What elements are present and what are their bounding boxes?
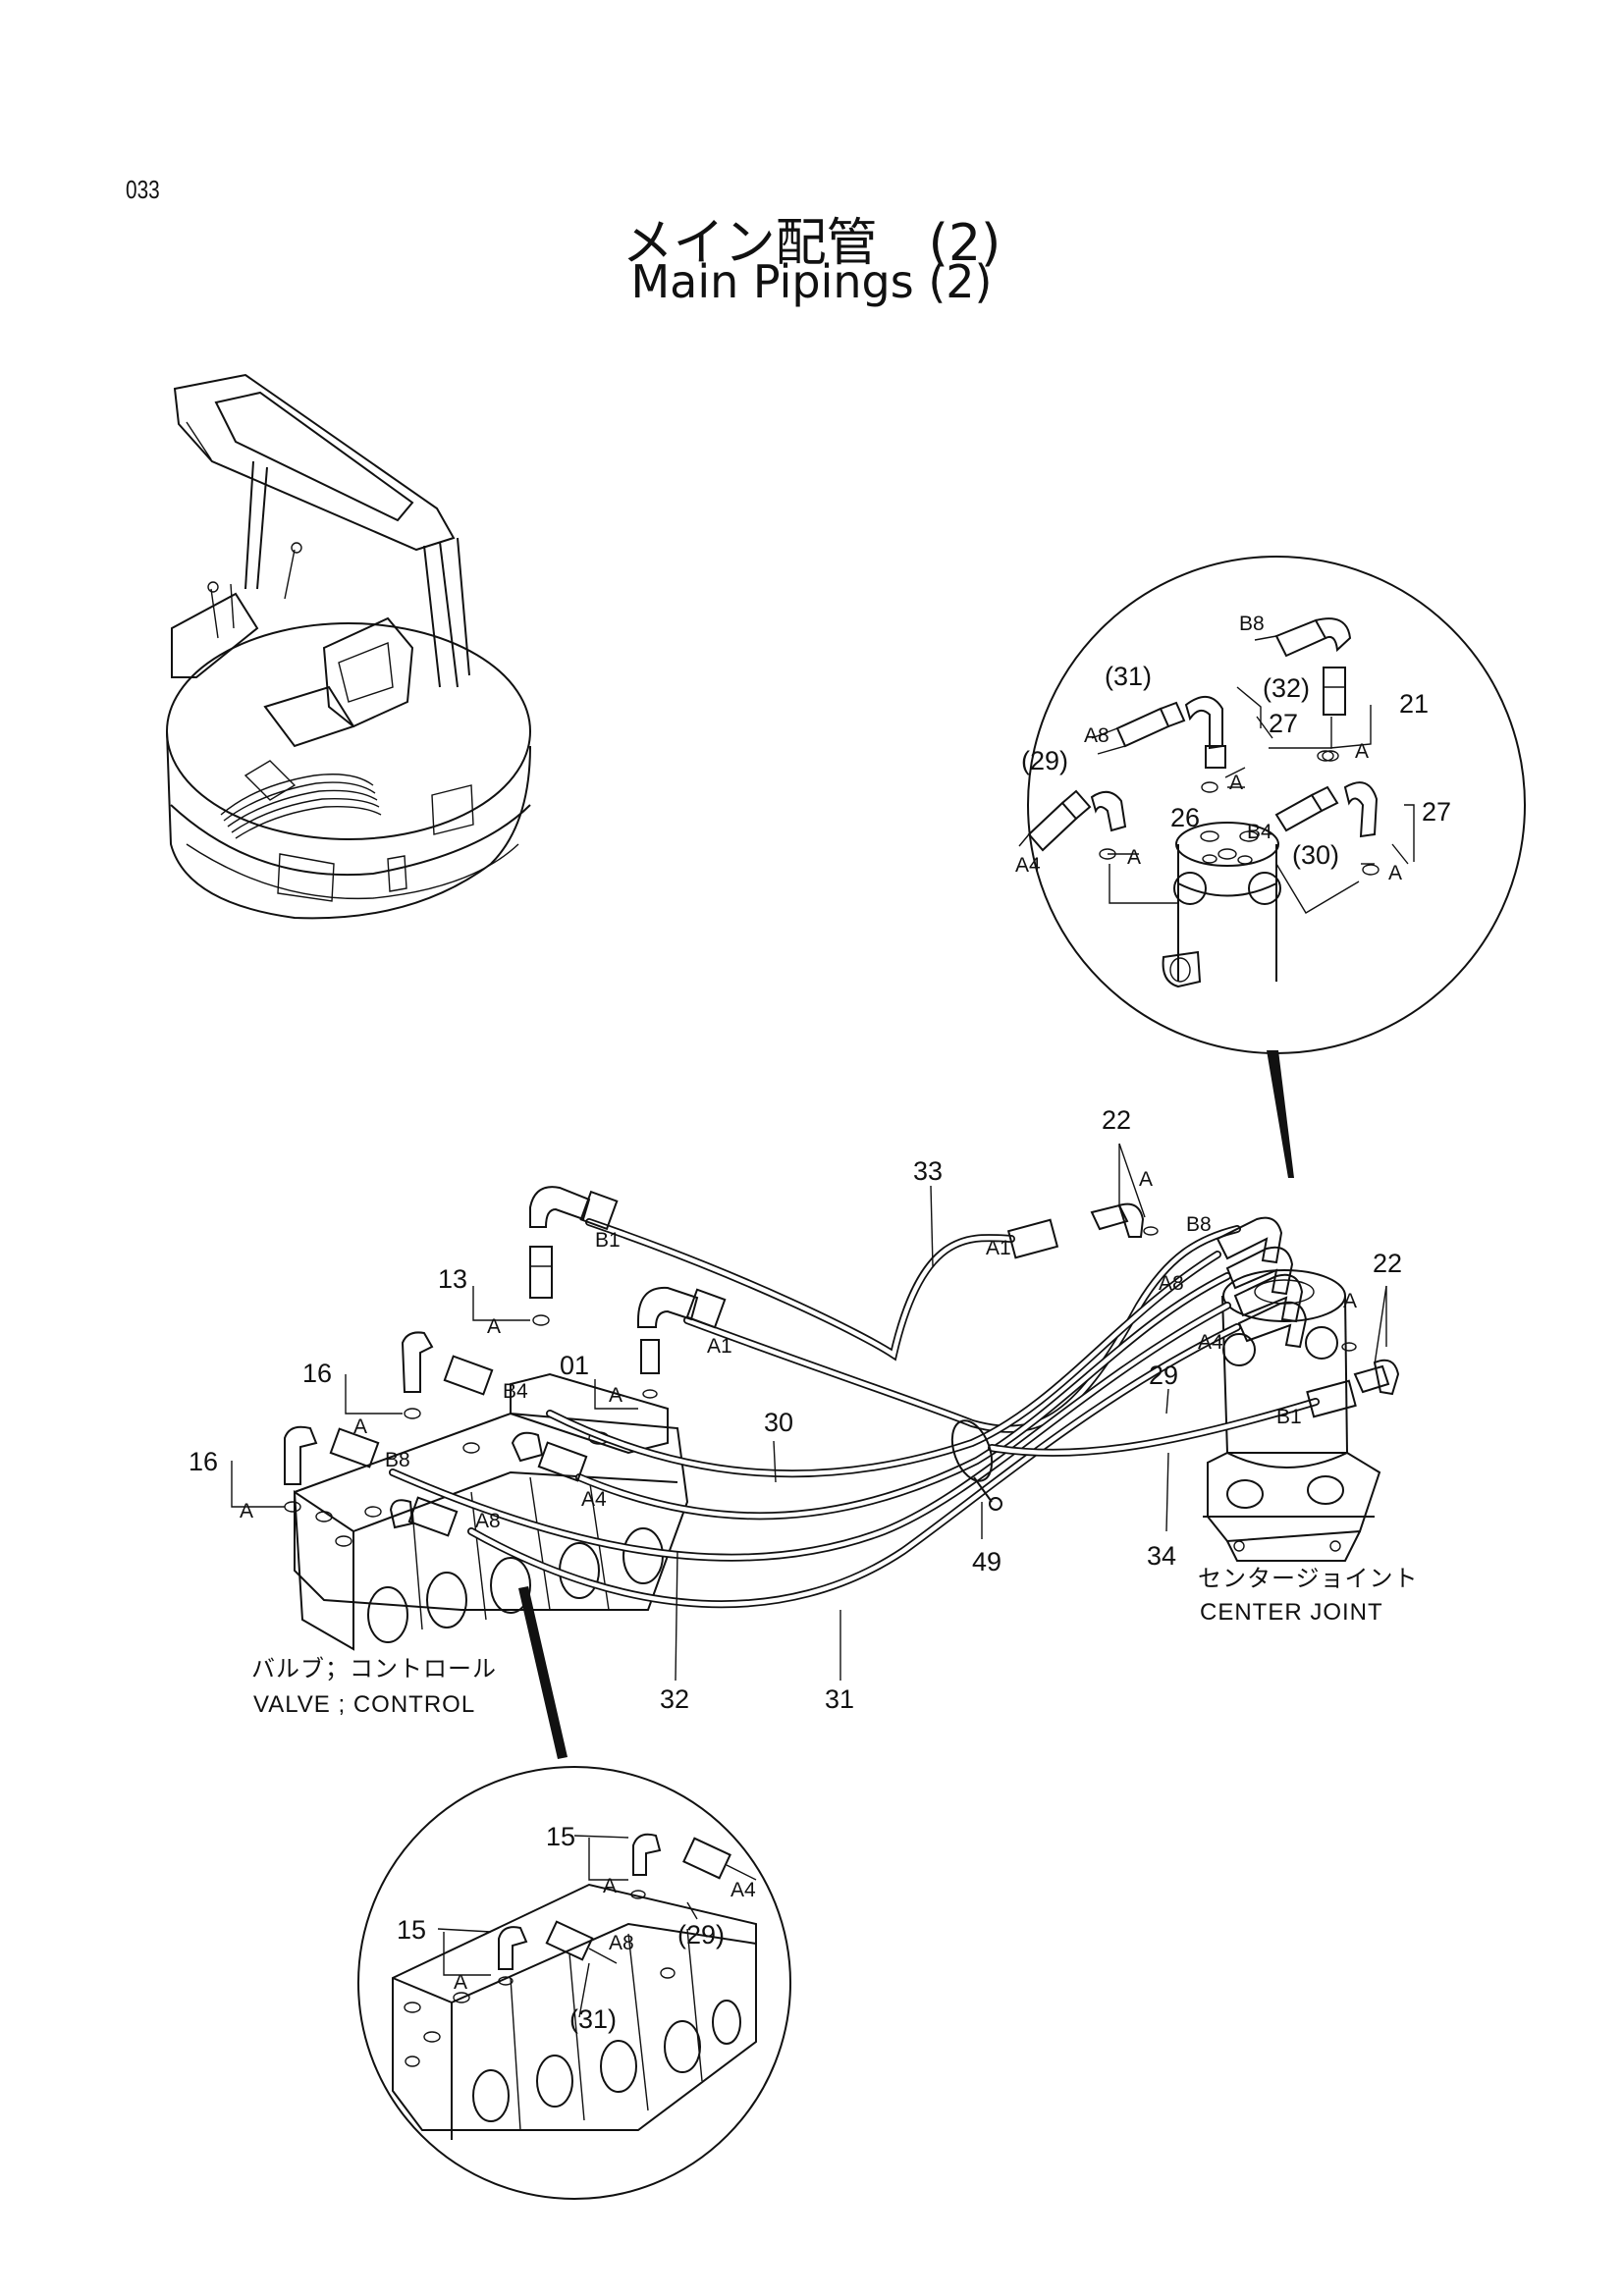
callout-13: 13 [438, 1264, 467, 1294]
port-a1-valve: A1 [707, 1335, 732, 1358]
port-b4-detail: B4 [1247, 821, 1272, 843]
port-a-01: A [609, 1384, 622, 1407]
leader-lines [231, 1143, 1387, 1759]
center-joint-assembly [1203, 1269, 1381, 1562]
caption-center-joint-en: CENTER JOINT [1200, 1599, 1383, 1626]
port-a-22-top: A [1139, 1168, 1153, 1191]
port-a8-joint: A8 [1159, 1272, 1184, 1295]
machine-overview-illustration [166, 373, 531, 920]
callout-29-ref-top: (29) [1021, 746, 1068, 775]
detail-view-center-joint [1018, 556, 1526, 1178]
port-b8-valve: B8 [385, 1449, 410, 1471]
callout-labels: (31) A8 B8 (32) 21 A 27 A (29) A4 26 A B… [189, 613, 1451, 2034]
callout-49: 49 [972, 1547, 1001, 1576]
callout-15-upper: 15 [546, 1822, 575, 1851]
callout-34: 34 [1147, 1541, 1176, 1571]
port-a4-detail: A4 [1015, 854, 1041, 877]
page-number: 033 [126, 175, 160, 204]
callout-16-upper: 16 [302, 1359, 332, 1388]
callout-30-ref: (30) [1292, 840, 1339, 870]
callout-21: 21 [1399, 689, 1429, 719]
port-a4-detail-bottom: A4 [730, 1879, 756, 1901]
callout-16-lower: 16 [189, 1447, 218, 1476]
port-a-15-lower: A [454, 1971, 467, 1994]
callout-29-ref-bottom: (29) [677, 1920, 725, 1949]
callout-15-lower: 15 [397, 1915, 426, 1945]
port-b1-joint: B1 [1276, 1406, 1302, 1428]
callout-26: 26 [1170, 803, 1200, 832]
port-a4-joint: A4 [1198, 1331, 1223, 1354]
port-a-26: A [1127, 846, 1141, 869]
callout-01: 01 [560, 1351, 589, 1380]
port-b8-detail: B8 [1239, 613, 1265, 635]
port-a-13: A [487, 1315, 501, 1338]
detail-view-control-valve [357, 1766, 791, 2200]
callout-31-ref-bottom: (31) [569, 2004, 617, 2034]
callout-33: 33 [913, 1156, 943, 1186]
title-japanese: メイン配管 (2) [622, 214, 1001, 273]
hose-bundle [389, 1218, 1320, 1609]
port-a8-detail: A8 [1084, 724, 1109, 747]
port-a-16-lower: A [240, 1500, 253, 1522]
port-a-22-right: A [1343, 1290, 1357, 1312]
callout-31-ref-top: (31) [1105, 662, 1152, 691]
port-b1-valve: B1 [595, 1229, 621, 1252]
hose-fittings [284, 1186, 1400, 1537]
callout-22-top: 22 [1102, 1105, 1131, 1135]
callout-29: 29 [1149, 1361, 1178, 1390]
port-b4-valve: B4 [503, 1380, 528, 1403]
port-a-21: A [1355, 740, 1369, 763]
port-a-15-upper: A [603, 1875, 617, 1897]
callout-30: 30 [764, 1408, 793, 1437]
callout-32: 32 [660, 1684, 689, 1714]
callout-22-right: 22 [1373, 1249, 1402, 1278]
port-a8-detail-bottom: A8 [609, 1932, 634, 1954]
callout-27-top: 27 [1269, 709, 1298, 738]
port-b8-joint: B8 [1186, 1213, 1212, 1236]
port-a-27-right: A [1388, 862, 1402, 884]
port-a1-joint: A1 [986, 1237, 1011, 1259]
component-captions: センタージョイント CENTER JOINT バルブ；コントロール VALVE … [251, 1566, 1419, 1718]
caption-valve-en: VALVE ; CONTROL [253, 1691, 475, 1718]
caption-center-joint-ja: センタージョイント [1198, 1566, 1419, 1592]
port-a-27: A [1229, 772, 1243, 794]
port-a-16-upper: A [353, 1415, 367, 1438]
port-a4-valve: A4 [581, 1488, 607, 1511]
caption-valve-ja: バルブ；コントロール [251, 1656, 497, 1682]
port-a8-valve: A8 [475, 1510, 501, 1532]
callout-32-ref: (32) [1263, 673, 1310, 703]
title-english: Main Pipings (2) [630, 255, 993, 308]
callout-31: 31 [825, 1684, 854, 1714]
callout-27-right: 27 [1422, 797, 1451, 827]
